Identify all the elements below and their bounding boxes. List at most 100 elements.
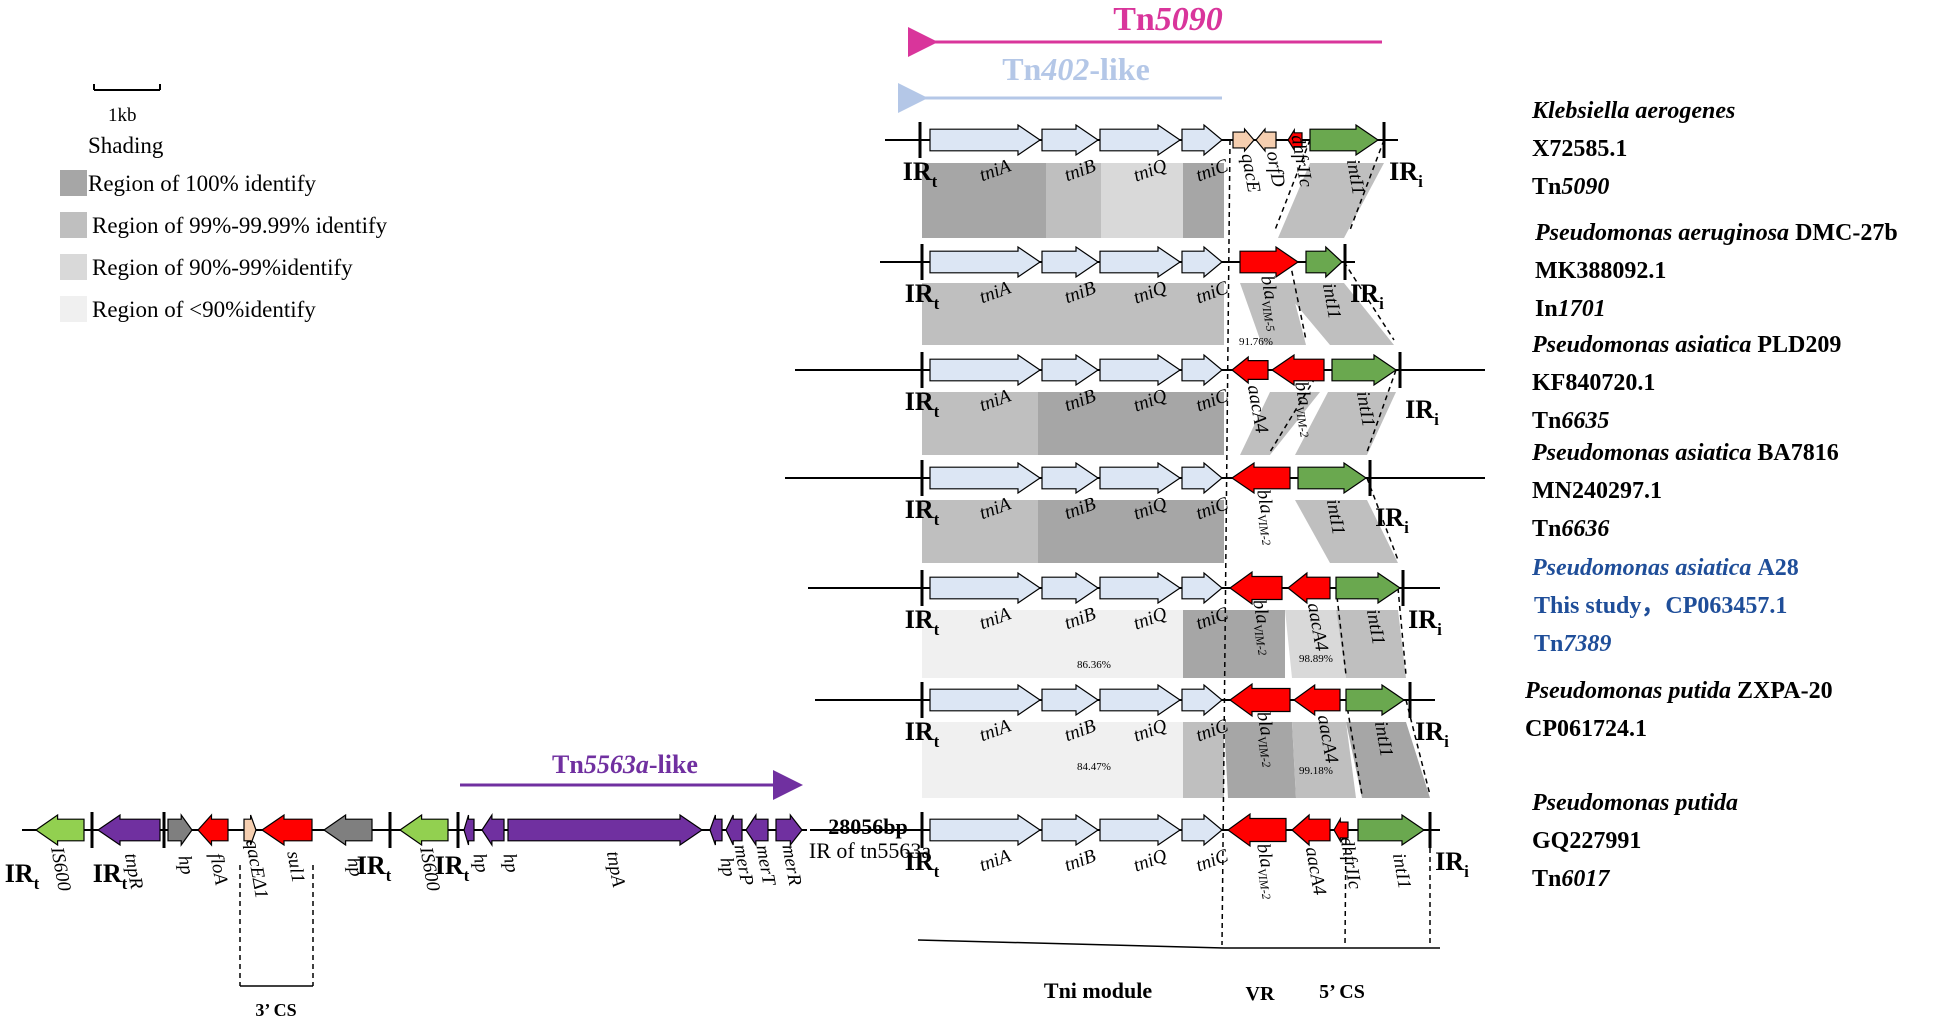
tniB-gene (1041, 571, 1100, 605)
transposon-2: In1701 (1535, 296, 1606, 322)
tniA-gene (929, 683, 1042, 717)
legend: 1kb Shading Region of 100% identify Regi… (60, 84, 388, 322)
bla-vim2-label: blaVIM-2 (1246, 598, 1278, 657)
tniB-gene (1041, 683, 1100, 717)
bottom-gene-label-11: tnpA (602, 850, 629, 889)
tniQ-label: tniQ (1131, 845, 1170, 876)
iri-label: IRi (1415, 717, 1449, 751)
tniQ-gene (1099, 571, 1182, 605)
legend-title: Shading (88, 133, 164, 158)
accession-3: KF840720.1 (1532, 370, 1655, 396)
bottom-gene-label-5: qacEΔ1 (241, 838, 272, 900)
cs5-label: 5’ CS (1319, 981, 1365, 1003)
transposon-7: Tn6017 (1532, 866, 1610, 892)
bottom-gene-label-9: hp (468, 852, 492, 874)
tniC-gene (1181, 245, 1223, 279)
dhfrIIc-gene (1333, 816, 1349, 844)
irt-label: IRt (905, 847, 940, 881)
irt-label: IRt (903, 157, 938, 191)
bla-vim2-gene (1228, 570, 1283, 606)
legend-item-lt90: Region of <90%identify (92, 297, 316, 322)
intI1-gene (1335, 571, 1402, 605)
tn5090-prefix: Tn (1113, 1, 1155, 38)
strain-name-6: Pseudomonas putida ZXPA-20 (1524, 678, 1833, 704)
accession-7: GQ227991 (1532, 828, 1641, 854)
bottom-gene-label-3: hp (173, 854, 197, 876)
tn5563-span: Tn5563a-like (460, 750, 803, 800)
accession-5: This study，CP063457.1 (1534, 593, 1787, 619)
bla-vim2-gene (1230, 461, 1291, 495)
accession-2: MK388092.1 (1535, 258, 1666, 284)
tniC-label: tniC (1193, 385, 1231, 416)
strain-name-7: Pseudomonas putida (1531, 790, 1738, 816)
tniQ-gene (1099, 461, 1182, 495)
tniQ-gene (1099, 813, 1182, 847)
legend-swatch-99 (60, 212, 87, 238)
tn5563-suffix: -like (649, 750, 698, 779)
strain-name-5: Pseudomonas asiatica A28 (1531, 555, 1799, 581)
percent-91-76: 91.76% (1239, 336, 1273, 348)
tn5563-prefix: Tn (552, 750, 584, 779)
bottom-gene-1 (34, 813, 85, 847)
irt-label: IRt (905, 717, 940, 751)
svg-text:Tn5563a-like: Tn5563a-like (552, 750, 698, 779)
bottom-gene-label-7: hp (342, 856, 366, 878)
bla-vim2-label: blaVIM-2 (1250, 842, 1282, 901)
tniB-gene (1041, 461, 1100, 495)
transposon-4: Tn6636 (1532, 516, 1609, 542)
strain-name-4: Pseudomonas asiatica BA7816 (1531, 440, 1839, 466)
tniC-gene (1181, 123, 1223, 157)
legend-item-100: Region of 100% identify (88, 171, 317, 196)
tni-module-label: Tni module (1044, 978, 1152, 1003)
svg-text:Tn402-like: Tn402-like (1002, 51, 1150, 87)
tniB-gene (1041, 123, 1100, 157)
bottom-gene-9 (463, 814, 475, 846)
tniC-gene (1181, 571, 1223, 605)
aacA4-gene (1291, 813, 1331, 847)
tniQ-gene (1099, 245, 1182, 279)
transposon-3: Tn6635 (1532, 408, 1609, 434)
dhfrIIc-label: dhfrIIc (1335, 835, 1365, 891)
tniC-label: tniC (1193, 277, 1231, 308)
tniA-gene (929, 461, 1042, 495)
tniA-gene (929, 571, 1042, 605)
bla-vim2-gene (1270, 353, 1325, 387)
tniC-gene (1181, 461, 1223, 495)
tniC-gene (1181, 683, 1223, 717)
bottom-gene-5 (243, 814, 257, 846)
tniC-label: tniC (1193, 155, 1231, 186)
intI1-label: intI1 (1388, 852, 1415, 891)
tniB-gene (1041, 813, 1100, 847)
tniC-label: tniC (1193, 845, 1231, 876)
accession-4: MN240297.1 (1532, 478, 1662, 504)
irt-label: IRt (905, 387, 940, 421)
intI1-gene (1345, 683, 1406, 717)
legend-swatch-90 (60, 254, 87, 280)
tniQ-gene (1099, 683, 1182, 717)
iri-label: IRi (1350, 279, 1384, 313)
iri-label: IRi (1408, 605, 1442, 639)
aacA4-gene (1287, 571, 1331, 605)
intI1-gene (1357, 813, 1426, 847)
transposon-1: Tn5090 (1532, 174, 1609, 200)
tn402-span: Tn402-like (898, 51, 1222, 113)
bottom-gene-10 (481, 813, 505, 847)
intI1-gene (1331, 353, 1398, 387)
iri-label: IRi (1405, 395, 1439, 429)
bottom-irt-label-3: IRt (357, 851, 392, 885)
aacA4-label: aacA4 (1301, 845, 1330, 897)
bottom-gene-4 (197, 813, 229, 847)
bla-vim2-label: blaVIM-2 (1250, 488, 1282, 547)
bottom-gene-3 (167, 813, 193, 847)
aacA4-gene (1292, 683, 1341, 717)
svg-text:Tn5090: Tn5090 (1113, 1, 1223, 38)
bottom-gene-11 (507, 813, 704, 847)
strain-name-3: Pseudomonas asiatica PLD209 (1531, 332, 1841, 358)
bla-vim2-gene (1226, 812, 1287, 848)
bottom-gene-13 (725, 814, 743, 846)
tniA-label: tniA (977, 845, 1014, 876)
irt-label: IRt (905, 605, 940, 639)
